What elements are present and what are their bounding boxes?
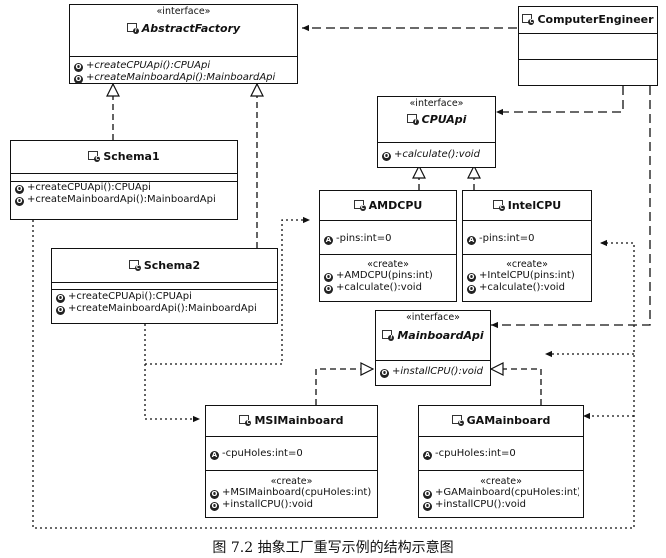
- method-icon: O: [423, 502, 432, 511]
- realization-msimainboard-mainboardapi: [315, 369, 373, 405]
- figure-caption: 图 7.2 抽象工厂重写示例的结构示意图: [212, 540, 454, 556]
- interface-icon: I: [406, 114, 419, 125]
- dependency-schema2-amdcpu: [144, 216, 310, 365]
- method-icon: O: [74, 63, 83, 72]
- field-row: A-pins:int=0: [324, 233, 392, 245]
- method-icon: O: [324, 273, 333, 282]
- method-row: O+calculate():void: [324, 282, 422, 294]
- class-name: Schema1: [103, 150, 160, 163]
- method-row: O+createCPUApi():CPUApi: [74, 60, 211, 72]
- create-stereotype: «create»: [480, 476, 522, 487]
- interface-icon: I: [126, 23, 139, 34]
- class-icon: C: [353, 200, 366, 211]
- method-row: O+installCPU():void: [423, 499, 526, 511]
- stereotype-label: «interface»: [406, 312, 460, 323]
- class-icon: C: [128, 260, 141, 271]
- class-name: IntelCPU: [507, 199, 562, 212]
- method-row: O+calculate():void: [467, 282, 565, 294]
- field-icon: A: [210, 451, 219, 460]
- interface-icon: I: [382, 330, 395, 341]
- method-icon: O: [467, 273, 476, 282]
- class-name: MainboardApi: [397, 329, 484, 342]
- method-row: O+createMainboardApi():MainboardApi: [56, 303, 257, 315]
- dependency-engineer-mainboardapi: [491, 86, 651, 329]
- method-row: O+createMainboardApi():MainboardApi: [15, 194, 216, 206]
- method-row: O+MSIMainboard(cpuHoles:int): [210, 487, 372, 499]
- class-name: GAMainboard: [466, 414, 551, 427]
- method-row: O+installCPU():void: [210, 499, 313, 511]
- method-icon: O: [56, 294, 65, 303]
- stereotype-label: «interface»: [409, 98, 464, 109]
- method-row: O+IntelCPU(pins:int): [467, 270, 575, 282]
- field-icon: A: [324, 236, 333, 245]
- dependency-engineer-cpuapi: [496, 86, 624, 116]
- class-name: Schema2: [143, 259, 201, 272]
- method-icon: O: [210, 490, 219, 499]
- method-row: O+createCPUApi():CPUApi: [56, 291, 192, 303]
- field-row: A-pins:int=0: [467, 233, 535, 245]
- class-icon: C: [88, 151, 101, 162]
- method-icon: O: [380, 369, 389, 378]
- method-icon: O: [324, 285, 333, 294]
- create-stereotype: «create»: [367, 259, 409, 270]
- class-name: CPUApi: [421, 113, 467, 126]
- field-icon: A: [423, 451, 432, 460]
- class-icon: C: [451, 415, 464, 426]
- class-icon: C: [239, 415, 252, 426]
- class-icon: C: [492, 200, 505, 211]
- method-icon: O: [56, 306, 65, 315]
- method-row: O+AMDCPU(pins:int): [324, 270, 433, 282]
- dependency-schema2-msimainboard: [144, 364, 200, 423]
- method-icon: O: [74, 75, 83, 84]
- field-row: A-cpuHoles:int=0: [423, 448, 516, 460]
- method-row: O+installCPU():void: [380, 366, 483, 378]
- class-name: ComputerEngineer: [537, 13, 654, 26]
- method-icon: O: [210, 502, 219, 511]
- field-icon: A: [467, 236, 476, 245]
- method-row: O+createMainboardApi():MainboardApi: [74, 72, 276, 84]
- field-row: A-cpuHoles:int=0: [210, 448, 303, 460]
- stereotype-label: «interface»: [156, 6, 211, 17]
- class-icon: C: [522, 14, 535, 25]
- create-stereotype: «create»: [270, 476, 313, 487]
- realization-gamainboard-mainboardapi: [491, 369, 542, 405]
- method-row: O+GAMainboard(cpuHoles:int): [423, 487, 579, 499]
- class-name: AMDCPU: [368, 199, 423, 212]
- class-name: AbstractFactory: [141, 22, 241, 35]
- method-row: O+createCPUApi():CPUApi: [15, 182, 151, 194]
- dependency-schema1-msimainboard: [32, 220, 635, 529]
- method-row: O+calculate():void: [382, 149, 480, 161]
- method-icon: O: [382, 152, 391, 161]
- method-icon: O: [15, 185, 24, 194]
- method-icon: O: [423, 490, 432, 499]
- create-stereotype: «create»: [506, 259, 548, 270]
- method-icon: O: [15, 197, 24, 206]
- method-icon: O: [467, 285, 476, 294]
- class-name: MSIMainboard: [254, 414, 344, 427]
